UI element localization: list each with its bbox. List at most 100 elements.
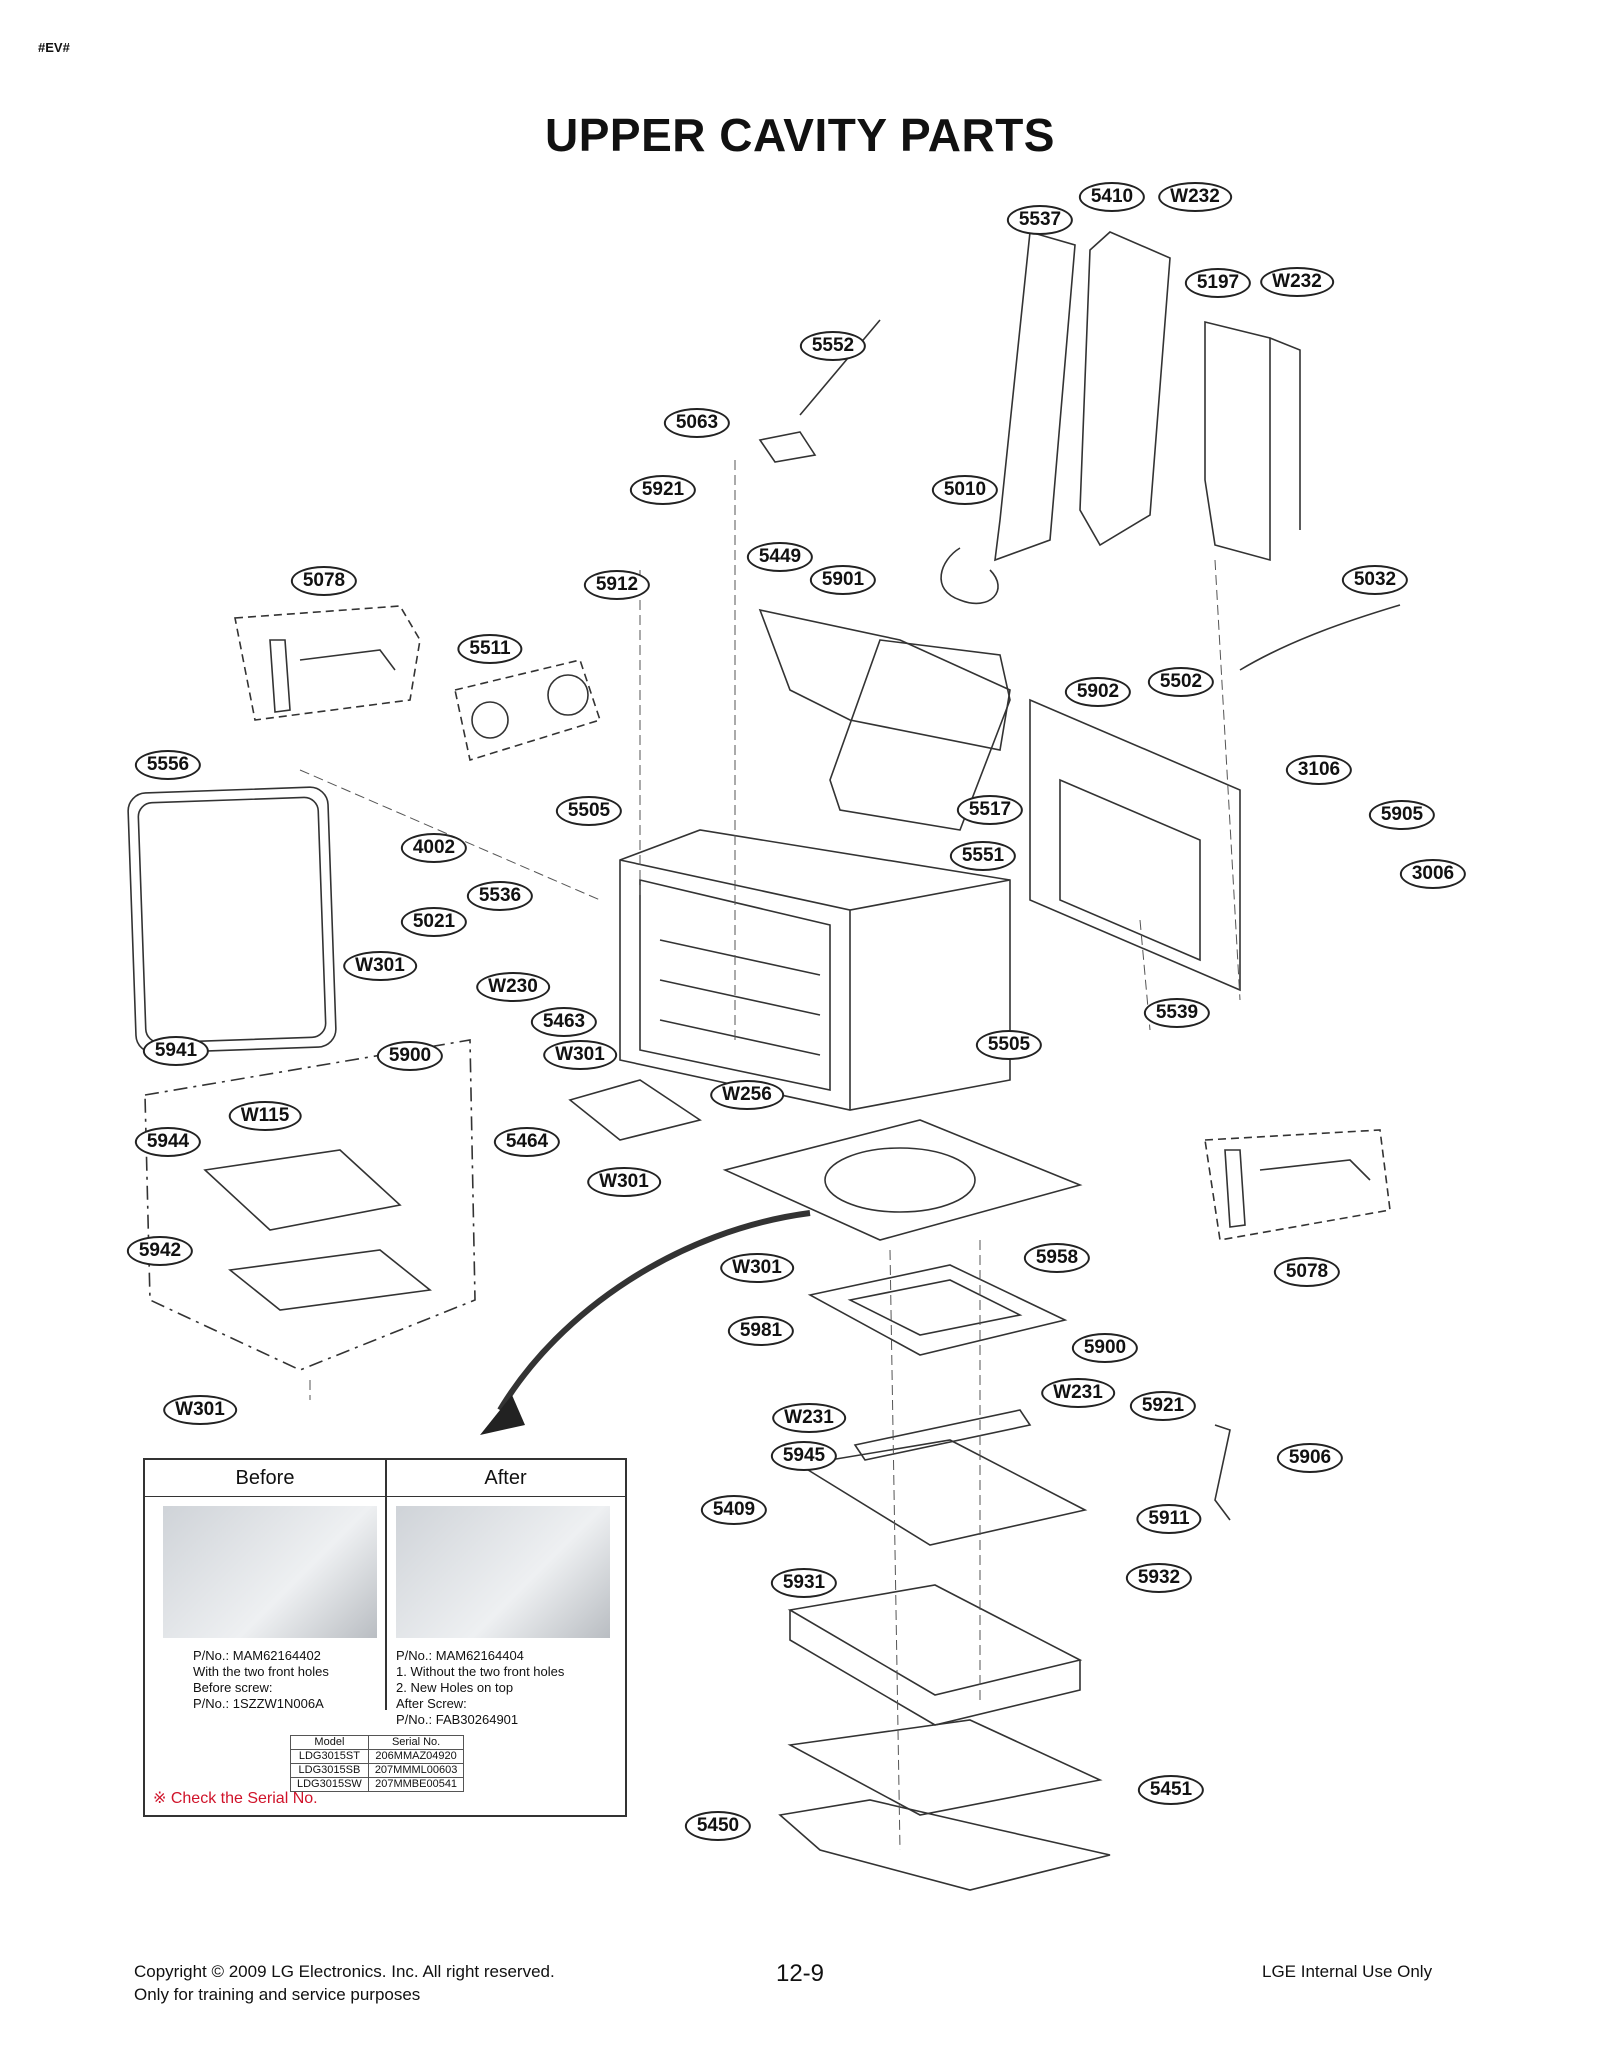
side-panel-5539 bbox=[1029, 698, 1241, 992]
part-label-w232: W232 bbox=[1158, 182, 1232, 212]
part-label-5901: 5901 bbox=[809, 565, 877, 595]
part-label-5517: 5517 bbox=[956, 795, 1024, 825]
part-label-w256: W256 bbox=[710, 1080, 784, 1110]
note-line: P/No.: 1SZZW1N006A bbox=[193, 1696, 324, 1711]
after-note: P/No.: MAM62164404 1. Without the two fr… bbox=[396, 1648, 564, 1728]
part-label-5945: 5945 bbox=[770, 1441, 838, 1471]
bottom-plate-5958 bbox=[722, 1119, 1083, 1241]
part-label-5449: 5449 bbox=[746, 542, 814, 572]
duct-5197 bbox=[1204, 320, 1301, 562]
part-label-5451: 5451 bbox=[1137, 1775, 1205, 1805]
part-label-5537: 5537 bbox=[1006, 205, 1074, 235]
part-label-5505: 5505 bbox=[555, 796, 623, 826]
check-serial-note: ※ Check the Serial No. bbox=[153, 1790, 318, 1807]
part-label-w232: W232 bbox=[1260, 267, 1334, 297]
serial-cell: LDG3015ST bbox=[290, 1749, 369, 1764]
note-line: P/No.: FAB30264901 bbox=[396, 1712, 519, 1727]
frame-5981 bbox=[807, 1264, 1068, 1356]
bracket-5063 bbox=[758, 431, 817, 463]
before-after-inset: Before P/No.: MAM62164402 With the two f… bbox=[143, 1458, 627, 1817]
part-label-5502: 5502 bbox=[1147, 667, 1215, 697]
part-label-5906: 5906 bbox=[1276, 1443, 1344, 1473]
part-label-5981: 5981 bbox=[727, 1316, 795, 1346]
part-label-5063: 5063 bbox=[663, 408, 731, 438]
detail-arrow bbox=[497, 1210, 811, 1412]
part-label-5197: 5197 bbox=[1184, 268, 1252, 298]
part-label-5552: 5552 bbox=[799, 331, 867, 361]
part-label-w301: W301 bbox=[343, 951, 417, 981]
part-label-w301: W301 bbox=[720, 1253, 794, 1283]
gasket-5556 bbox=[127, 786, 337, 1054]
part-label-5409: 5409 bbox=[700, 1495, 768, 1525]
plate-5464 bbox=[568, 1079, 702, 1141]
part-label-w301: W301 bbox=[587, 1167, 661, 1197]
footer-training: Only for training and service purposes bbox=[134, 1985, 421, 2004]
note-line: 2. New Holes on top bbox=[396, 1680, 514, 1695]
before-photo bbox=[163, 1506, 377, 1638]
insulation-5451 bbox=[787, 1719, 1103, 1816]
light-socket-5511 bbox=[454, 659, 602, 762]
part-label-5410: 5410 bbox=[1078, 182, 1146, 212]
broiler-box-5941 bbox=[144, 1039, 476, 1371]
part-label-5932: 5932 bbox=[1125, 1563, 1193, 1593]
note-line: Before screw: bbox=[193, 1680, 273, 1695]
oven-cavity bbox=[619, 829, 1011, 1111]
part-label-w115: W115 bbox=[228, 1101, 302, 1131]
before-heading: Before bbox=[145, 1460, 385, 1497]
serial-cell: LDG3015SW bbox=[290, 1777, 369, 1792]
serial-cell: 207MMML00603 bbox=[367, 1763, 465, 1778]
serial-table: Model Serial No. LDG3015ST 206MMAZ04920 … bbox=[290, 1735, 465, 1792]
part-label-5911: 5911 bbox=[1136, 1504, 1202, 1534]
page-title: UPPER CAVITY PARTS bbox=[545, 109, 1055, 161]
part-label-3106: 3106 bbox=[1285, 755, 1353, 785]
hinge-5078-right bbox=[1204, 1129, 1391, 1241]
part-label-3006: 3006 bbox=[1399, 859, 1467, 889]
rod-5552 bbox=[799, 319, 881, 416]
note-line: P/No.: MAM62164404 bbox=[396, 1648, 524, 1663]
after-photo bbox=[396, 1506, 610, 1638]
part-label-5900: 5900 bbox=[1071, 1333, 1139, 1363]
serial-cell: 206MMAZ04920 bbox=[367, 1749, 465, 1764]
tunnel-5517 bbox=[829, 639, 1011, 831]
note-line: P/No.: MAM62164402 bbox=[193, 1648, 321, 1663]
after-heading: After bbox=[386, 1460, 625, 1497]
frame-5931 bbox=[787, 1584, 1083, 1696]
part-label-w301: W301 bbox=[543, 1040, 617, 1070]
part-label-5536: 5536 bbox=[466, 881, 534, 911]
footer-copyright: Copyright © 2009 LG Electronics. Inc. Al… bbox=[134, 1962, 555, 1981]
part-label-5450: 5450 bbox=[684, 1811, 752, 1841]
part-label-5944: 5944 bbox=[134, 1127, 202, 1157]
part-label-5010: 5010 bbox=[931, 475, 999, 505]
part-label-5078: 5078 bbox=[1273, 1257, 1341, 1287]
part-label-5463: 5463 bbox=[530, 1007, 598, 1037]
part-label-5021: 5021 bbox=[400, 907, 468, 937]
serial-cell: LDG3015SB bbox=[290, 1763, 369, 1778]
part-label-5551: 5551 bbox=[949, 841, 1017, 871]
part-label-5505: 5505 bbox=[975, 1030, 1043, 1060]
cover-5409 bbox=[797, 1439, 1088, 1546]
note-line: 1. Without the two front holes bbox=[396, 1664, 565, 1679]
part-label-5942: 5942 bbox=[126, 1236, 194, 1266]
insulation-5449 bbox=[758, 608, 1011, 751]
serial-header-serial: Serial No. bbox=[367, 1735, 465, 1750]
before-column: Before P/No.: MAM62164402 With the two f… bbox=[145, 1460, 385, 1815]
table-row: LDG3015ST 206MMAZ04920 bbox=[290, 1749, 465, 1764]
part-label-5464: 5464 bbox=[493, 1127, 561, 1157]
part-label-5900: 5900 bbox=[376, 1041, 444, 1071]
before-note: P/No.: MAM62164402 With the two front ho… bbox=[193, 1648, 329, 1712]
footer-internal: LGE Internal Use Only bbox=[1262, 1962, 1433, 1981]
burner-5945 bbox=[853, 1409, 1032, 1461]
part-label-5556: 5556 bbox=[134, 750, 202, 780]
pan-5450 bbox=[778, 1799, 1111, 1891]
note-line: After Screw: bbox=[396, 1696, 467, 1711]
part-label-5905: 5905 bbox=[1368, 800, 1436, 830]
serial-header-model: Model bbox=[290, 1735, 369, 1750]
part-label-5078: 5078 bbox=[290, 566, 358, 596]
part-label-4002: 4002 bbox=[400, 833, 468, 863]
duct-panel-5537 bbox=[994, 230, 1076, 562]
tube-5906 bbox=[1214, 1424, 1231, 1521]
part-label-5539: 5539 bbox=[1143, 998, 1211, 1028]
part-label-5921: 5921 bbox=[629, 475, 697, 505]
part-label-5941: 5941 bbox=[142, 1036, 210, 1066]
